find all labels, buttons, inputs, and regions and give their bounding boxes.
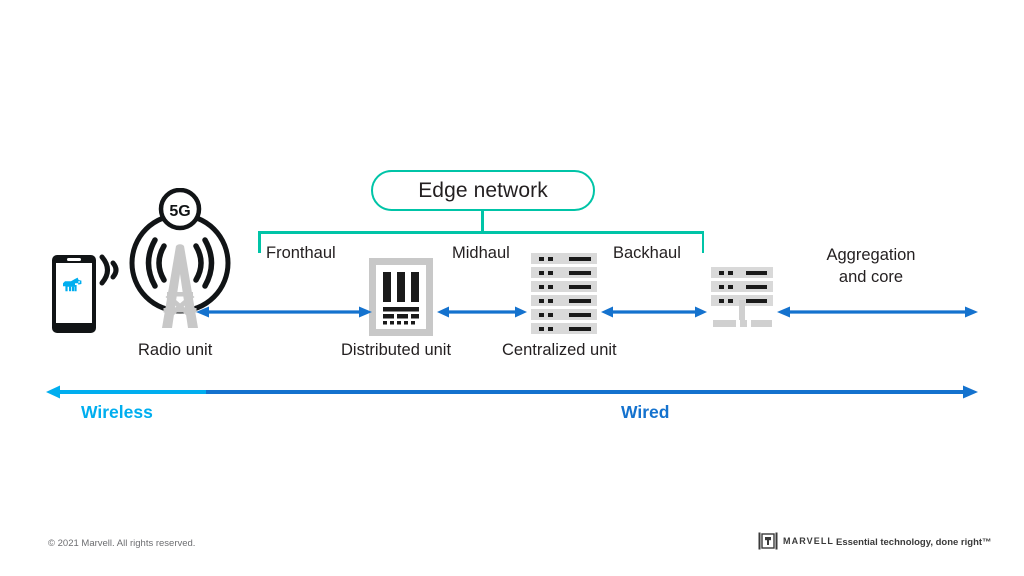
server-node-icon xyxy=(711,267,773,335)
node-label-distributed-unit: Distributed unit xyxy=(341,341,452,359)
copyright-text: © 2021 Marvell. All rights reserved. xyxy=(48,538,196,549)
segment-label-fronthaul: Fronthaul xyxy=(266,244,336,262)
server-row xyxy=(711,281,773,292)
edge-network-box: Edge network xyxy=(371,170,595,211)
link-arrow-fronthaul xyxy=(196,306,372,318)
segment-label-midhaul: Midhaul xyxy=(452,244,510,262)
rack-detail xyxy=(383,272,419,325)
marvell-logo: MARVELL xyxy=(758,531,834,551)
edge-network-label: Edge network xyxy=(418,178,548,202)
phone-speaker xyxy=(67,258,81,261)
rack-panel xyxy=(376,265,426,329)
wireless-signal-icon xyxy=(99,254,119,286)
aggregation-core-line1: Aggregation xyxy=(826,246,916,264)
server-base-right xyxy=(751,320,772,327)
link-arrow-aggregation xyxy=(777,306,978,318)
server-base-left xyxy=(713,320,736,327)
node-label-centralized-unit: Centralized unit xyxy=(502,341,617,359)
edge-network-stem xyxy=(481,211,484,232)
wireless-axis-arrow xyxy=(46,385,206,399)
server-row xyxy=(531,267,597,278)
equipment-rack-icon xyxy=(369,258,433,336)
server-stack-icon xyxy=(531,253,597,337)
server-row xyxy=(531,295,597,306)
marvell-wordmark: MARVELL xyxy=(783,536,835,546)
dog-icon xyxy=(63,277,82,292)
server-connector xyxy=(739,300,745,320)
edge-bracket-span xyxy=(258,231,704,234)
badge-5g-text: 5G xyxy=(169,203,190,220)
smartphone-icon xyxy=(52,255,96,333)
edge-bracket-right-tick xyxy=(701,231,704,253)
wired-axis-label: Wired xyxy=(621,402,670,422)
edge-bracket-left-tick xyxy=(258,231,261,253)
wired-axis-arrow xyxy=(206,385,978,399)
brand-tagline: Essential technology, done right™ xyxy=(836,537,992,548)
wireless-axis-label: Wireless xyxy=(81,402,153,422)
aggregation-core-line2: and core xyxy=(838,268,904,287)
link-arrow-backhaul xyxy=(601,306,707,318)
marvell-logo-mark xyxy=(758,532,778,550)
phone-screen xyxy=(56,263,92,323)
node-label-radio-unit: Radio unit xyxy=(138,341,213,359)
link-arrow-midhaul xyxy=(437,306,527,318)
server-row xyxy=(531,281,597,292)
aggregation-core-label: Aggregation and core xyxy=(812,244,930,289)
server-row xyxy=(531,253,597,264)
segment-label-backhaul: Backhaul xyxy=(613,244,681,262)
server-row xyxy=(531,323,597,334)
cell-tower-icon: 5G xyxy=(129,188,231,328)
server-row xyxy=(711,267,773,278)
server-base-middle xyxy=(740,320,747,327)
server-row xyxy=(531,309,597,320)
